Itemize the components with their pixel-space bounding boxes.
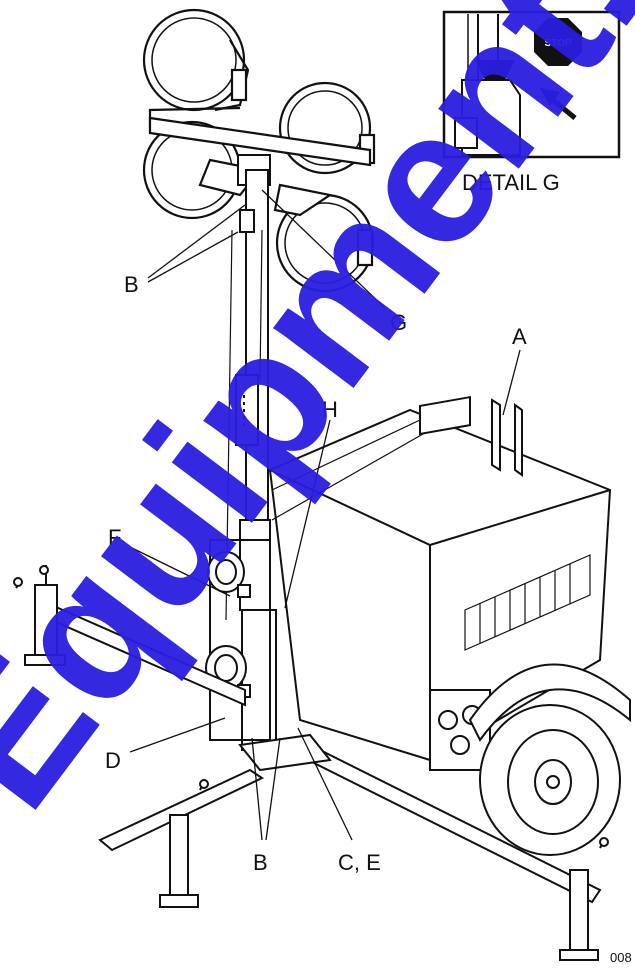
callout-d: D [105, 748, 121, 773]
callout-g: G [390, 310, 407, 335]
callout-b-bottom: B [253, 850, 268, 875]
callout-labels: B G A H F D B C, E [105, 272, 527, 875]
wheel-assembly [468, 663, 631, 856]
callout-b-top: B [124, 272, 139, 297]
callout-c-e: C, E [338, 850, 381, 875]
callout-h: H [322, 397, 338, 422]
callout-a: A [512, 324, 527, 349]
stop-sign-icon: STOP [534, 18, 582, 66]
stop-sign-text: STOP [544, 38, 571, 49]
telescoping-mast [209, 154, 277, 751]
vent-grille [464, 554, 591, 651]
outriggers [13, 565, 609, 961]
winches [205, 551, 251, 698]
detail-g-title: DETAIL G [462, 170, 560, 195]
callout-f: F [108, 525, 121, 550]
figure-id: 008 [610, 950, 632, 965]
detail-g-inset: STOP [442, 10, 621, 159]
leader-lines [129, 189, 521, 841]
